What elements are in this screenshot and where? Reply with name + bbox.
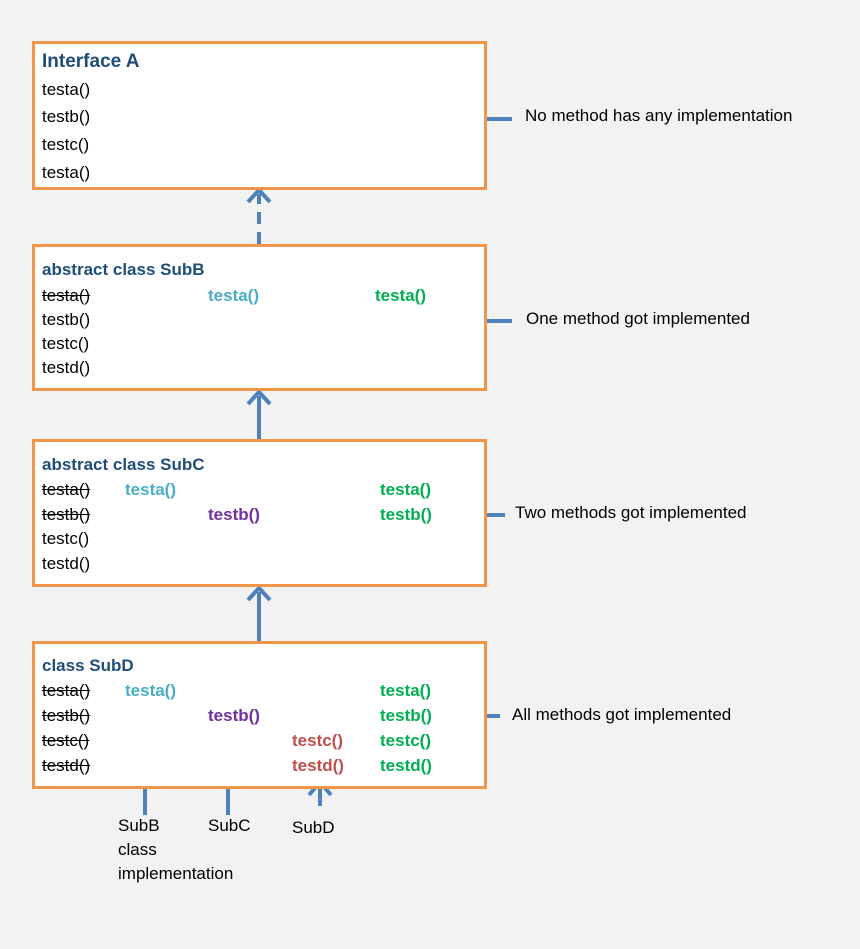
source-label-subd: SubD [292,818,335,837]
subc-abstract-method: testc() [42,529,90,548]
subc-impl-final: testb() [380,505,432,524]
subd-impl-subc: testb() [208,706,260,725]
extends-arrowhead-subc-subb [246,389,272,406]
subb-abstract-method: testa() [42,286,91,305]
subd-abstract-method: testd() [42,756,91,775]
subb-box [32,244,487,391]
subd-box [32,641,487,789]
subd-impl-final: testb() [380,706,432,725]
interface-a-box [32,41,487,190]
subd-note: All methods got implemented [512,705,732,724]
interface-a-title: Interface A [42,51,140,72]
subd-impl-subd: testd() [292,756,344,775]
subb-title: abstract class SubB [42,260,205,279]
subb-abstract-method: testc() [42,334,90,353]
subc-impl-final: testa() [380,480,432,499]
source-label-subb-line: class [118,840,157,859]
subb-impl-final: testa() [375,286,427,305]
interface-a-note: No method has any implementation [525,106,793,125]
extends-arrowhead-subd-subc [246,585,272,602]
subc-note: Two methods got implemented [515,503,747,522]
subd-abstract-method: testb() [42,706,91,725]
interface-a-method: testc() [42,135,90,154]
subd-impl-final: testa() [380,681,432,700]
subc-abstract-method: testb() [42,505,91,524]
subc-impl-subc: testb() [208,505,260,524]
source-label-subb-line: SubB [118,816,160,835]
source-label-subc: SubC [208,816,251,835]
source-label-subb-line: implementation [118,864,234,883]
subd-abstract-method: testa() [42,681,91,700]
source-label-subb: SubB class implementation [118,814,233,886]
implements-arrowhead [246,187,272,204]
interface-a-method: testa() [42,80,91,99]
subd-impl-subd: testc() [292,731,344,750]
subb-abstract-method: testb() [42,310,91,329]
subb-impl-subb: testa() [208,286,260,305]
subc-abstract-method: testa() [42,480,91,499]
subc-title: abstract class SubC [42,455,205,474]
subd-impl-final: testc() [380,731,432,750]
subc-impl-subb: testa() [125,480,177,499]
subb-abstract-method: testd() [42,358,91,377]
subd-abstract-method: testc() [42,731,90,750]
interface-a-method: testa() [42,163,91,182]
subb-note: One method got implemented [526,309,750,328]
subd-title: class SubD [42,656,134,675]
subd-impl-subb: testa() [125,681,177,700]
interface-a-method: testb() [42,107,91,126]
subc-box [32,439,487,587]
subd-impl-final: testd() [380,756,432,775]
subc-abstract-method: testd() [42,554,91,573]
